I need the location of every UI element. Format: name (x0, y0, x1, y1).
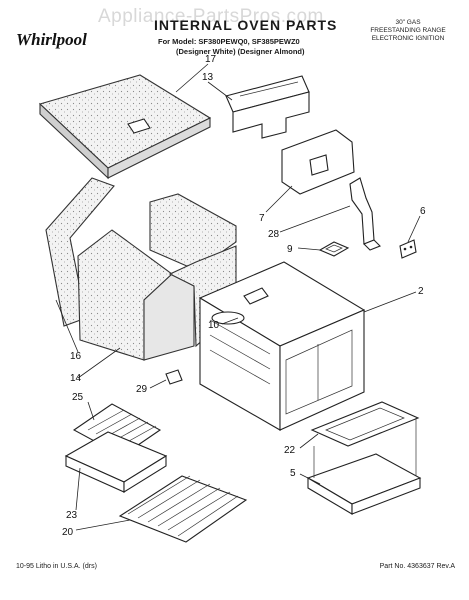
model-colors: (Designer White) (Designer Almond) (176, 47, 305, 56)
callout-9: 9 (287, 244, 293, 255)
callout-20: 20 (62, 527, 74, 538)
leader-lines (55, 63, 421, 531)
page-title: INTERNAL OVEN PARTS (154, 17, 338, 33)
callout-29: 29 (136, 384, 148, 395)
vent-duct (225, 75, 310, 139)
gasket (318, 241, 350, 257)
small-plate (399, 239, 417, 259)
spec-line-2: FREESTANDING RANGE (370, 27, 446, 34)
callout-28: 28 (268, 229, 280, 240)
part-number: Part No. 4363637 Rev.A (379, 563, 455, 570)
clip (165, 369, 183, 385)
callout-labels: 17 13 7 28 6 9 2 10 16 14 29 25 22 5 23 … (62, 54, 426, 538)
callout-5: 5 (290, 468, 296, 479)
callout-10: 10 (208, 320, 220, 331)
callout-22: 22 (284, 445, 296, 456)
bottom-panel (310, 401, 420, 447)
callout-16: 16 (70, 351, 82, 362)
product-spec: 30" GAS FREESTANDING RANGE ELECTRONIC IG… (360, 19, 456, 43)
callout-25: 25 (72, 392, 84, 403)
callout-2: 2 (418, 286, 424, 297)
oven-rack (118, 475, 248, 543)
spec-line-1: 30" GAS (395, 19, 421, 26)
broiler-pan (64, 431, 168, 493)
callout-17: 17 (205, 54, 217, 65)
top-insulation-pad (38, 74, 212, 180)
brand-logo: Whirlpool (16, 30, 87, 49)
print-info: 10-95 Litho in U.S.A. (drs) (16, 563, 97, 570)
model-numbers: For Model: SF380PEWQ0, SF385PEWZ0 (158, 37, 300, 46)
igniter-bracket (349, 177, 381, 251)
oven-cavity (198, 261, 366, 431)
callout-6: 6 (420, 206, 426, 217)
watermark: Appliance-PartsPros.com (98, 6, 324, 27)
callout-14: 14 (70, 373, 82, 384)
callout-23: 23 (66, 510, 78, 521)
model-info: For Model: SF380PEWQ0, SF385PEWZ0 (Desig… (158, 37, 304, 57)
callout-7: 7 (259, 213, 265, 224)
callout-13: 13 (202, 72, 214, 83)
burner-tray (306, 418, 422, 515)
spec-line-3: ELECTRONIC IGNITION (371, 35, 445, 42)
burner-shield (281, 129, 355, 195)
